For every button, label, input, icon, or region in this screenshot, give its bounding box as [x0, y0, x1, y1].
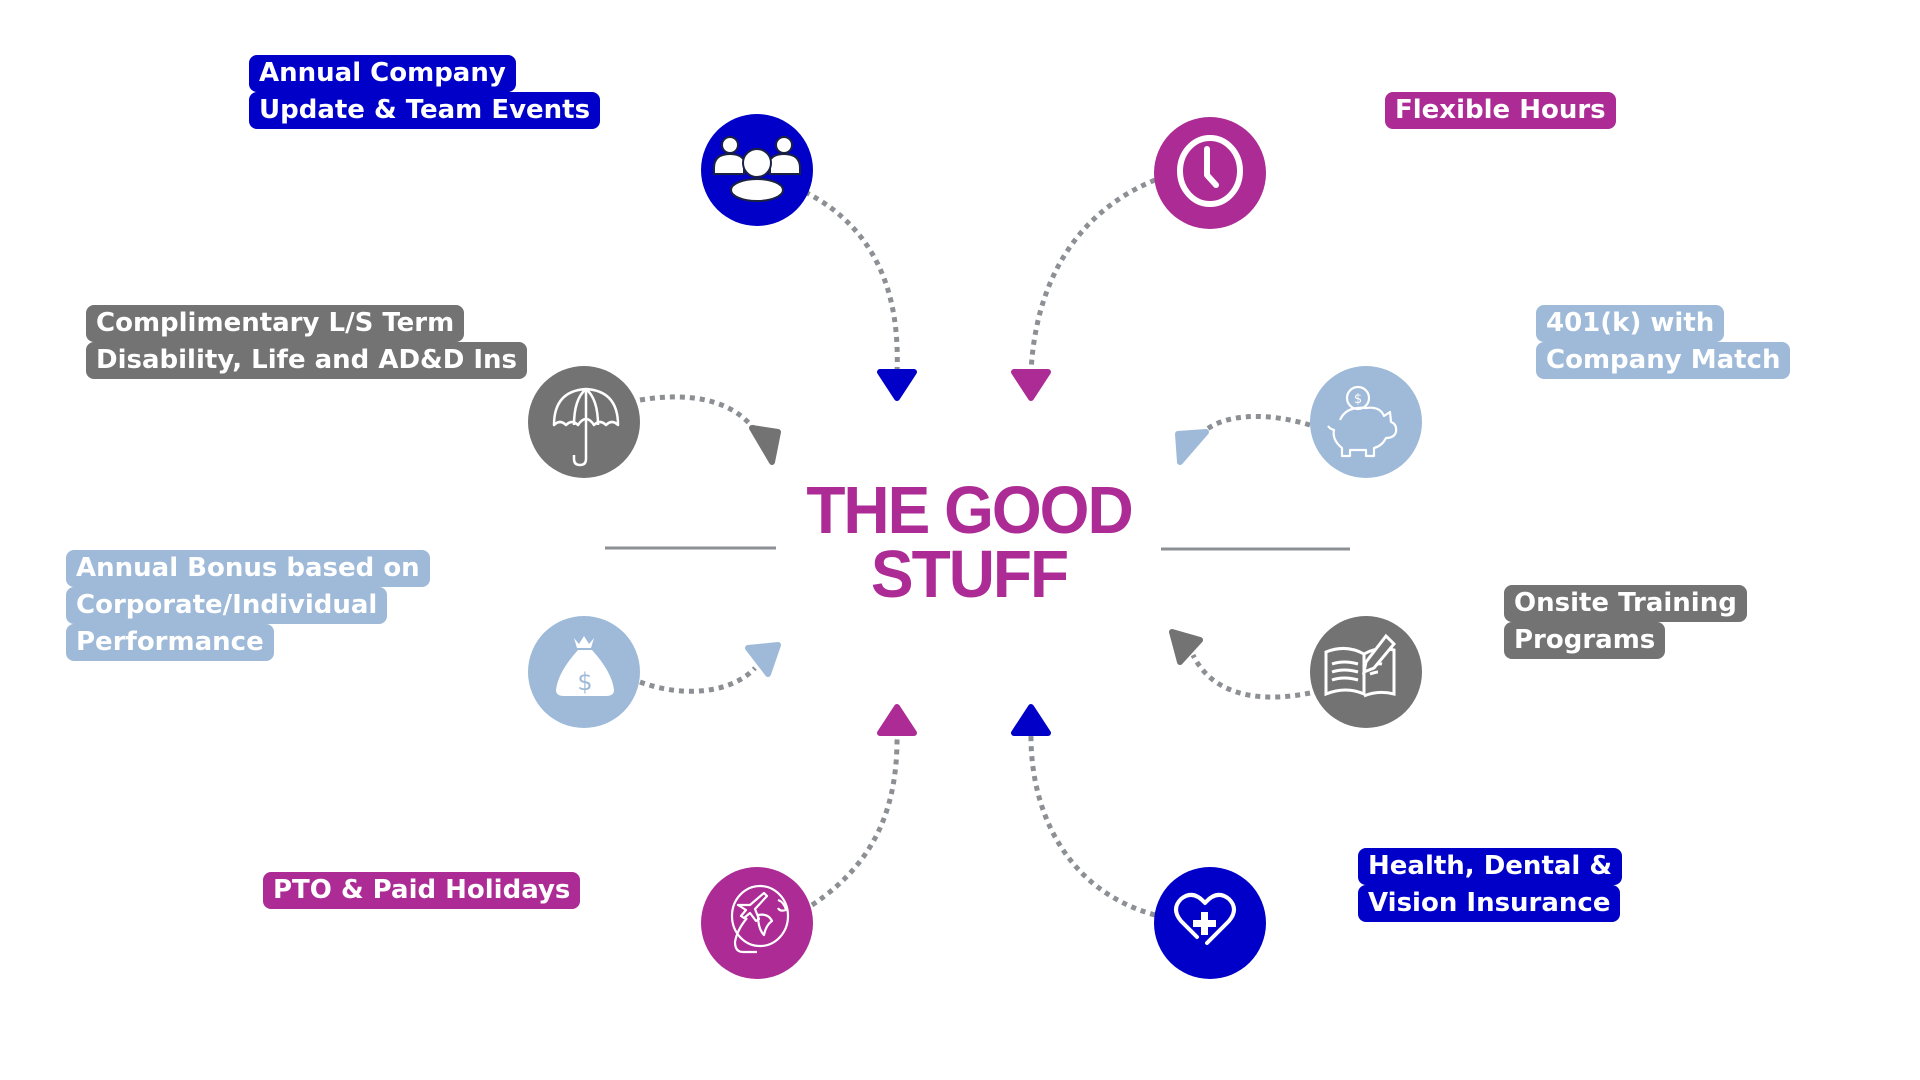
book-pencil-icon: [1324, 633, 1397, 698]
label-line: Performance: [66, 624, 274, 661]
arrowhead-retirement: [1175, 429, 1209, 465]
label-line: Update & Team Events: [249, 92, 601, 129]
money-bag-icon: $: [556, 636, 614, 696]
label-line: Health, Dental &: [1358, 848, 1623, 885]
label-line: Disability, Life and AD&D Ins: [86, 342, 528, 379]
benefit-icon-retirement: $: [1310, 366, 1422, 478]
benefit-icon-pto: [701, 867, 813, 979]
label-line: PTO & Paid Holidays: [263, 872, 581, 909]
arrowhead-training: [1169, 629, 1203, 665]
label-line: Programs: [1504, 622, 1666, 659]
people-group-icon: [713, 136, 801, 202]
benefit-icon-training: [1310, 616, 1422, 728]
arrowhead-team-events: [877, 369, 917, 401]
arrowhead-insurance-disability: [749, 425, 781, 465]
label-line: Onsite Training: [1504, 585, 1747, 622]
benefit-icon-health: [1154, 867, 1266, 979]
benefit-label-bonus: Annual Bonus based on Corporate/Individu…: [66, 550, 430, 661]
title-line-1: THE GOOD: [806, 472, 1133, 548]
umbrella-icon: [552, 387, 620, 467]
arrowhead-flexible-hours: [1011, 369, 1051, 401]
benefit-label-insurance-disability: Complimentary L/S Term Disability, Life …: [86, 305, 528, 379]
connector-flexible-hours: [1028, 177, 1156, 373]
benefit-icon-insurance-disability: [528, 366, 640, 478]
arrowhead-health: [1011, 704, 1051, 736]
label-line: Flexible Hours: [1385, 92, 1616, 129]
benefit-label-flexible-hours: Flexible Hours: [1385, 92, 1616, 129]
connector-training: [1190, 653, 1311, 700]
connector-bonus: [639, 666, 757, 694]
connector-retirement: [1195, 414, 1311, 440]
benefit-label-training: Onsite Training Programs: [1504, 585, 1747, 659]
benefit-label-health: Health, Dental & Vision Insurance: [1358, 848, 1623, 922]
title-line-2: STUFF: [870, 536, 1069, 612]
benefit-label-team-events: Annual Company Update & Team Events: [249, 55, 601, 129]
svg-text:$: $: [577, 668, 592, 696]
benefit-icon-bonus: $: [528, 616, 640, 728]
globe-plane-icon: [730, 884, 790, 954]
label-line: Vision Insurance: [1358, 885, 1621, 922]
label-line: Annual Company: [249, 55, 516, 92]
diagram-title: THE GOOD STUFF: [769, 472, 1169, 612]
piggy-bank-icon: $: [1327, 385, 1398, 458]
benefit-label-retirement: 401(k) with Company Match: [1536, 305, 1791, 379]
label-line: Annual Bonus based on: [66, 550, 430, 587]
arrowhead-pto: [877, 704, 917, 736]
arrowhead-bonus: [745, 642, 781, 677]
connector-pto: [810, 732, 900, 908]
label-line: Complimentary L/S Term: [86, 305, 465, 342]
label-line: Corporate/Individual: [66, 587, 388, 624]
connector-health: [1028, 732, 1156, 918]
label-line: 401(k) with: [1536, 305, 1725, 342]
benefit-label-pto: PTO & Paid Holidays: [263, 872, 581, 909]
heart-cross-icon: [1174, 892, 1236, 945]
connector-team-events: [803, 189, 900, 373]
clock-icon: [1177, 135, 1243, 207]
label-line: Company Match: [1536, 342, 1791, 379]
svg-text:$: $: [1354, 392, 1362, 407]
benefit-icon-flexible-hours: [1154, 117, 1266, 229]
benefit-icon-team-events: [701, 114, 813, 226]
connector-insurance-disability: [639, 394, 761, 437]
